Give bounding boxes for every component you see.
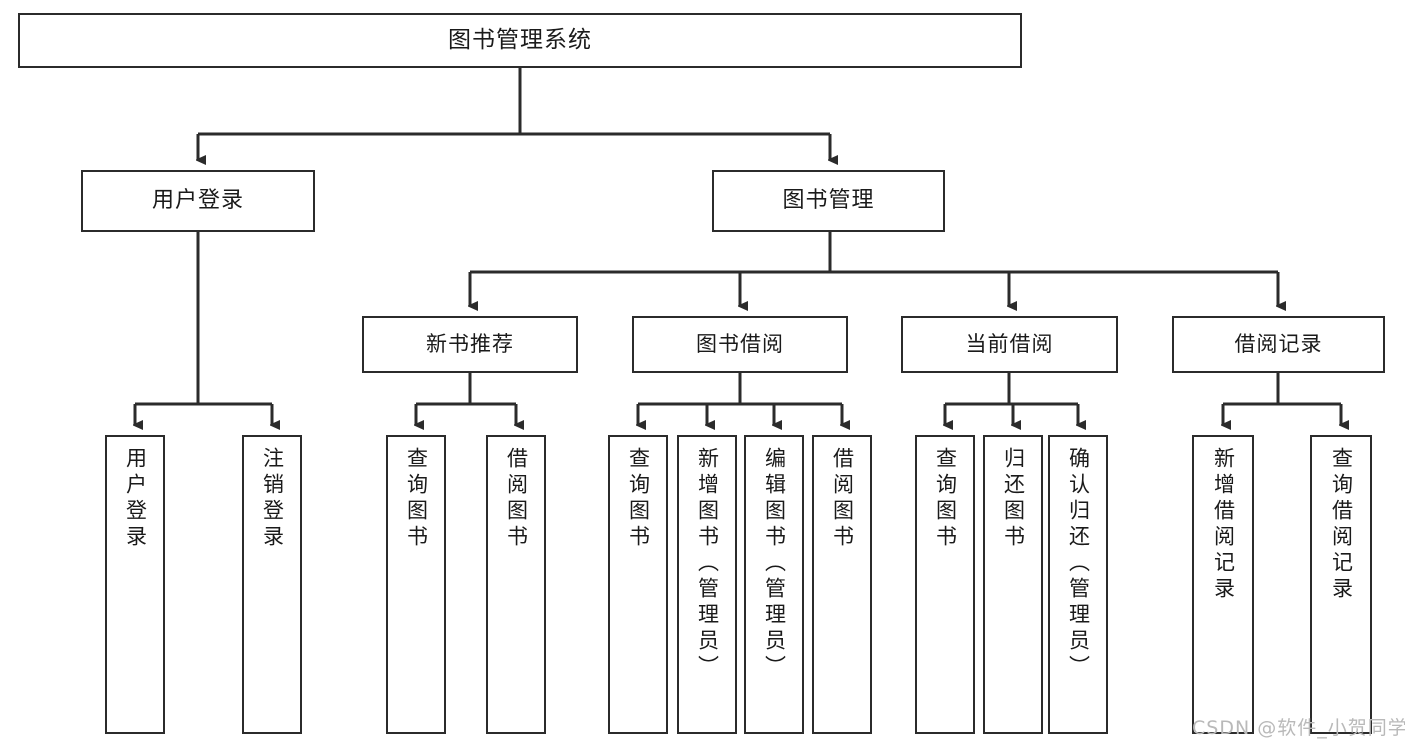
node-new-book-rec[interactable]: 新书推荐 [362,316,578,373]
node-borrow-record[interactable]: 借阅记录 [1172,316,1385,373]
node-leaf-user-logout[interactable]: 注销登录 [242,435,302,734]
node-leaf-confirm-return[interactable]: 确认归还（管理员） [1048,435,1108,734]
node-leaf-confirm-return-label: 确认归还（管理员） [1066,447,1091,681]
csdn-watermark: CSDN @软件_小贺同学 [1192,717,1405,739]
node-book-manage-label: 图书管理 [782,187,875,213]
node-book-borrow-label: 图书借阅 [696,331,784,356]
node-leaf-return-book-label: 归还图书 [1001,447,1026,551]
node-leaf-query-book-3-label: 查询图书 [933,447,958,551]
node-leaf-query-book-2[interactable]: 查询图书 [608,435,668,734]
node-leaf-borrow-book-1-label: 借阅图书 [504,447,529,551]
node-borrow-record-label: 借阅记录 [1234,331,1323,356]
node-root[interactable]: 图书管理系统 [18,13,1022,68]
node-leaf-user-login-label: 用户登录 [123,447,148,551]
node-leaf-borrow-book-2-label: 借阅图书 [830,447,855,551]
node-user-login-label: 用户登录 [151,187,244,213]
node-leaf-user-login[interactable]: 用户登录 [105,435,165,734]
node-leaf-query-record-label: 查询借阅记录 [1329,447,1354,603]
node-leaf-borrow-book-2[interactable]: 借阅图书 [812,435,872,734]
node-leaf-query-record[interactable]: 查询借阅记录 [1310,435,1372,734]
node-leaf-add-record-label: 新增借阅记录 [1211,447,1236,603]
node-book-manage[interactable]: 图书管理 [712,170,945,232]
node-leaf-add-record[interactable]: 新增借阅记录 [1192,435,1254,734]
node-user-login[interactable]: 用户登录 [81,170,315,232]
node-new-book-rec-label: 新书推荐 [426,331,514,356]
node-root-label: 图书管理系统 [448,27,592,54]
node-leaf-add-book[interactable]: 新增图书（管理员） [677,435,737,734]
node-leaf-query-book-3[interactable]: 查询图书 [915,435,975,734]
node-leaf-user-logout-label: 注销登录 [260,447,285,551]
node-leaf-query-book-1-label: 查询图书 [404,447,429,551]
node-leaf-return-book[interactable]: 归还图书 [983,435,1043,734]
node-leaf-query-book-1[interactable]: 查询图书 [386,435,446,734]
node-book-borrow[interactable]: 图书借阅 [632,316,848,373]
node-current-borrow[interactable]: 当前借阅 [901,316,1118,373]
node-leaf-query-book-2-label: 查询图书 [626,447,651,551]
node-leaf-edit-book[interactable]: 编辑图书（管理员） [744,435,804,734]
node-leaf-add-book-label: 新增图书（管理员） [695,447,720,681]
node-leaf-borrow-book-1[interactable]: 借阅图书 [486,435,546,734]
node-current-borrow-label: 当前借阅 [965,331,1054,356]
node-leaf-edit-book-label: 编辑图书（管理员） [762,447,787,681]
